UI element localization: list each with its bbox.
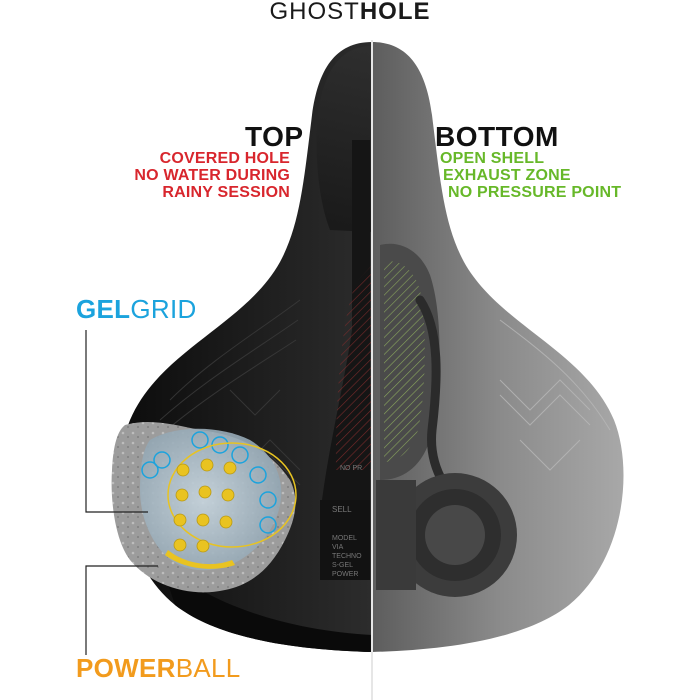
page-title: GHOSTHOLE	[0, 0, 700, 24]
top-note: RAINY SESSION	[162, 184, 290, 201]
saddle-label-power: POWER	[332, 571, 358, 578]
saddle-bottom-half	[372, 42, 624, 652]
powerball-label: POWERBALL	[76, 655, 241, 681]
top-note: COVERED HOLE	[159, 150, 290, 167]
gelgrid-light: GRID	[130, 294, 197, 324]
bottom-notes: OPEN SHELL EXHAUST ZONE NO PRESSURE POIN…	[440, 150, 621, 201]
gel-cutaway	[111, 422, 297, 593]
saddle-label-techno: TECHNO	[332, 553, 362, 560]
bottom-note: EXHAUST ZONE	[443, 167, 571, 184]
top-heading: TOP	[245, 121, 304, 152]
saddle-label-nopr: NO PR	[340, 465, 362, 472]
saddle-label-sgel: S-GEL	[332, 562, 353, 569]
powerball-bold: POWER	[76, 653, 176, 683]
callout-lines	[85, 330, 158, 655]
saddle-label-model: MODEL	[332, 535, 357, 542]
saddle-label-via: VIA	[332, 544, 344, 551]
title-light: GHOST	[269, 0, 360, 25]
title-bold: HOLE	[359, 0, 431, 25]
powerball-light: BALL	[175, 653, 241, 683]
saddle-label-sell: SELL	[332, 505, 352, 514]
top-notes: COVERED HOLE NO WATER DURING RAINY SESSI…	[134, 150, 290, 201]
gelgrid-label: GELGRID	[76, 296, 197, 322]
bottom-heading: BOTTOM	[435, 121, 559, 152]
bottom-note: NO PRESSURE POINT	[448, 184, 622, 201]
bottom-note: OPEN SHELL	[440, 150, 545, 167]
top-note: NO WATER DURING	[134, 167, 290, 184]
gelgrid-bold: GEL	[76, 294, 131, 324]
